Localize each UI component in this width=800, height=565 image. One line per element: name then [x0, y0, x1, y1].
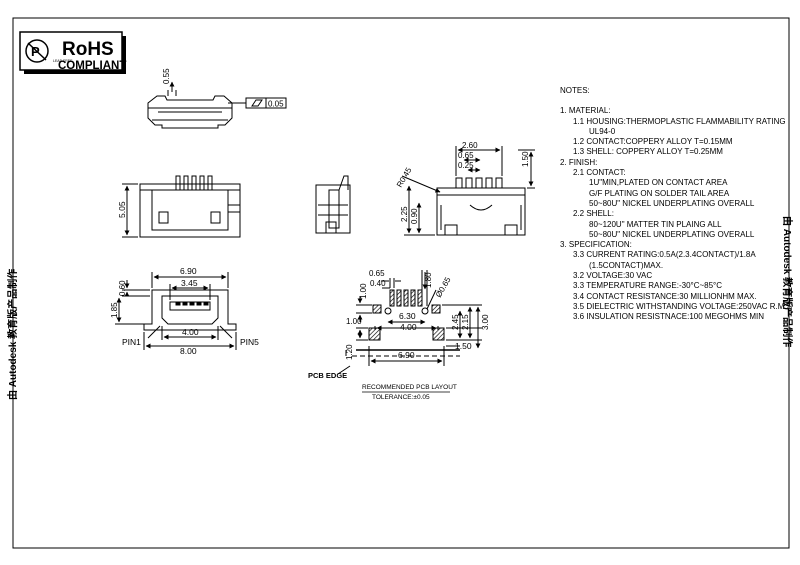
notes-line: 80~120U" MATTER TIN PLAING ALL — [589, 219, 722, 229]
front-view — [122, 175, 241, 238]
notes-title: NOTES: — [560, 86, 590, 95]
pcb-layout — [337, 270, 482, 375]
notes-block: NOTES: 1. MATERIAL:1.1 HOUSING:THERMOPLA… — [560, 86, 796, 323]
pcb-caption: RECOMMENDED PCB LAYOUT — [362, 384, 457, 391]
side-view — [315, 175, 351, 234]
notes-line: 1.2 CONTACT:COPPERY ALLOY T=0.15MM — [573, 137, 733, 147]
notes-line: 1.1 HOUSING:THERMOPLASTIC FLAMMABILITY R… — [573, 116, 786, 126]
notes-line: 2. FINISH: — [560, 157, 598, 167]
pcb-dim-245: 2.45 — [451, 314, 460, 330]
drawing-frame — [12, 17, 790, 549]
notes-line: (1.5CONTACT)MAX. — [589, 260, 664, 270]
notes-lines: 1. MATERIAL:1.1 HOUSING:THERMOPLASTIC FL… — [560, 106, 796, 322]
right-view — [401, 146, 535, 236]
pcb-dim-120: 1.20 — [345, 344, 354, 360]
notes-line: 2.2 SHELL: — [573, 209, 614, 219]
notes-line: 1U"MIN,PLATED ON CONTACT AREA — [589, 178, 728, 188]
notes-line: 3.2 VOLTAGE:30 VAC — [573, 271, 653, 281]
notes-line: UL94-0 — [589, 126, 616, 136]
pcb-edge-label: PCB EDGE — [308, 371, 347, 380]
pcb-dim-phi065: Ø0.65 — [434, 275, 453, 299]
rohs-title: RoHS — [62, 39, 114, 60]
svg-text:P: P — [31, 44, 40, 59]
right-view-dim-065: 0.65 — [458, 151, 474, 160]
pcb-dim-400: 4.00 — [400, 322, 417, 332]
rohs-small: LEAD FREE — [53, 59, 73, 63]
notes-line: 3.3 CURRENT RATING:0.5A(2.3.4CONTACT)/1.… — [573, 250, 756, 260]
bottom-view-dim-185: 1.85 — [110, 302, 119, 318]
top-view-tolerance: 0.05 — [268, 100, 284, 109]
notes-line: 1.3 SHELL: COPPERY ALLOY T=0.25MM — [573, 147, 723, 157]
notes-line: 50~80U" NICKEL UNDERPLATING OVERALL — [589, 198, 755, 208]
pcb-dim-690: 6.90 — [398, 350, 415, 360]
bottom-view-dim-800: 8.00 — [180, 346, 197, 356]
bottom-view-pin5: PIN5 — [240, 337, 259, 347]
right-view-dim-150: 1.50 — [521, 151, 530, 167]
pcb-dim-100-a: 1.00 — [359, 283, 368, 299]
right-view-dim-090: 0.90 — [410, 208, 419, 224]
right-view-dim-r045: R0.45 — [395, 166, 414, 189]
pcb-dim-300: 3.00 — [481, 314, 490, 330]
notes-line: 50~80U" NICKEL UNDERPLATING OVERALL — [589, 229, 755, 239]
pcb-dim-630: 6.30 — [399, 311, 416, 321]
notes-line: 3.6 INSULATION RESISTNACE:100 MEGOHMS MI… — [573, 312, 765, 322]
top-view — [147, 81, 287, 129]
notes-line: 3.5 DIELECTRIC WITHSTANDING VOLTAGE:250V… — [573, 301, 793, 311]
bottom-view-dim-060: 0.60 — [118, 280, 127, 296]
pcb-tolerance: TOLERANCE:±0.05 — [372, 394, 430, 401]
pcb-dim-100-b: 1.00 — [346, 317, 362, 326]
right-view-dim-260: 2.60 — [462, 141, 478, 150]
right-view-dim-225: 2.25 — [400, 206, 409, 222]
pcb-dim-150: 1.50 — [455, 341, 472, 351]
top-view-dim-055: 0.55 — [162, 68, 171, 84]
notes-line: 1. MATERIAL: — [560, 106, 611, 116]
bottom-view-dim-400: 4.00 — [182, 327, 199, 337]
notes-line: 3.4 CONTACT RESISTANCE:30 MILLIONHM MAX. — [573, 291, 757, 301]
right-view-dim-025: 0.25 — [458, 161, 474, 170]
pcb-dim-180: 1.80 — [424, 272, 433, 288]
notes-line: G/F PLATING ON SOLDER TAIL AREA — [589, 188, 730, 198]
front-view-dim-505: 5.05 — [117, 201, 127, 218]
pcb-dim-040: 0.40 — [370, 279, 386, 288]
rohs-logo: P RoHS LEAD FREE COMPLIANT — [19, 31, 126, 74]
notes-line: 2.1 CONTACT: — [573, 168, 626, 178]
bottom-view-pin1: PIN1 — [122, 337, 141, 347]
bottom-view-dim-690: 6.90 — [180, 266, 197, 276]
bottom-view-dim-345: 3.45 — [181, 278, 198, 288]
watermark-left: 由 Autodesk 教育版产品制作 — [8, 268, 19, 400]
notes-line: 3.3 TEMPERATURE RANGE:-30°C~85°C — [573, 281, 723, 291]
pcb-dim-215: 2.15 — [461, 314, 470, 330]
pcb-dim-065: 0.65 — [369, 269, 385, 278]
rohs-subtitle: COMPLIANT — [58, 60, 126, 72]
notes-line: 3. SPECIFICATION: — [560, 240, 632, 250]
bottom-view — [115, 272, 237, 350]
